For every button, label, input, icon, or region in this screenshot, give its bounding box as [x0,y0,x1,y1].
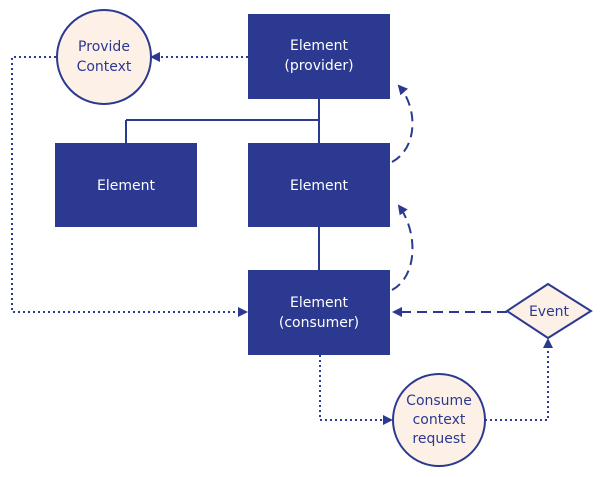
consumer-to-consume-request-arrow [319,355,393,425]
provide-context-to-consumer-arrow [11,56,248,317]
provider-element-box: Element (provider) [248,14,390,99]
consume-request-node: Consume context request [392,373,486,467]
consumer-label-line1: Element [290,295,348,311]
consume-request-line3: request [412,431,466,447]
dotted-connectors [11,52,553,425]
provide-context-node: Provide Context [56,9,152,105]
dashed-connectors [391,84,507,317]
bubble-consumer-to-middle-arrow [391,204,414,291]
provider-label-line2: (provider) [284,58,353,74]
bubble-middle-to-provider-arrow [391,84,414,163]
left-element-label: Element [97,178,155,194]
middle-element-box: Element [248,143,390,227]
event-label: Event [529,304,570,320]
consumer-element-box: Element (consumer) [248,270,390,355]
provide-context-line1: Provide [78,39,130,55]
tree-connectors [125,99,320,270]
consumer-label-line2: (consumer) [279,315,359,331]
middle-element-label: Element [290,178,348,194]
consume-request-line1: Consume [406,393,472,409]
event-node: Event [505,282,593,340]
provide-context-line2: Context [77,59,132,75]
consume-request-line2: context [413,412,466,428]
left-element-box: Element [55,143,197,227]
provider-label-line1: Element [290,38,348,54]
consume-request-to-event-arrow [485,338,553,421]
